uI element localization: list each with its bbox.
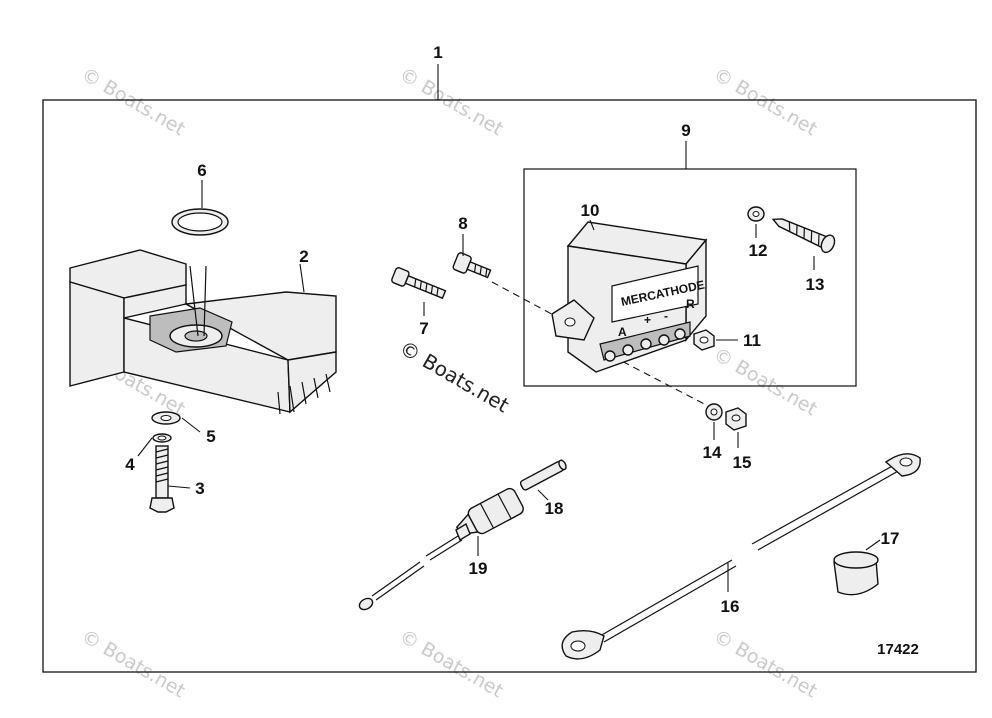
callout-8: 8 [458,214,467,233]
terminal-label: + [644,313,651,327]
callout-7: 7 [419,319,428,338]
callout-16: 16 [721,597,740,616]
washer [705,403,723,440]
callout-6: 6 [197,161,206,180]
mounting-bracket [69,249,337,415]
assembly-frame [42,99,977,673]
terminal-block: A + - R [599,297,695,362]
anode-pin [519,459,567,491]
watermark: © Boats.net [78,63,189,140]
ground-strap [561,453,921,660]
alignment-line [611,355,713,409]
watermark: © Boats.net [710,625,821,702]
terminal-label: A [618,325,627,339]
wood-screw [771,218,836,254]
watermark-center: © Boats.net [396,336,514,418]
callout-18: 18 [545,499,564,518]
callout-2: 2 [299,247,308,266]
terminal-label: - [664,309,668,323]
callout-5: 5 [206,427,215,446]
reference-electrode [358,487,524,611]
watermark: © Boats.net [396,63,507,140]
callout-19: 19 [469,559,488,578]
screw-short [452,252,492,279]
figure-number: 17422 [877,641,919,658]
callout-3: 3 [195,479,204,498]
callout-17: 17 [881,529,900,548]
washer-small [747,206,765,238]
callout-11: 11 [743,331,761,350]
hex-nut-2 [725,407,747,448]
callout-10: 10 [581,201,600,220]
callout-1: 1 [433,43,442,62]
callout-12: 12 [749,241,768,260]
bolt-and-washers [137,411,201,513]
watermark: © Boats.net [78,625,189,702]
callout-4: 4 [125,455,135,474]
callout-9: 9 [681,121,690,140]
terminal-label: R [686,297,695,311]
kit-frame [523,168,857,387]
watermark: © Boats.net [396,625,507,702]
callout-13: 13 [806,275,825,294]
terminal-cap [833,539,881,596]
o-ring [171,180,229,236]
watermark: © Boats.net [710,343,821,420]
callout-14: 14 [703,443,722,462]
callout-15: 15 [733,453,752,472]
watermark: © Boats.net [710,63,821,140]
screw-long [391,267,447,300]
hex-nut [693,329,738,351]
mercathode-controller: MERCATHODE A + - R [551,219,708,373]
